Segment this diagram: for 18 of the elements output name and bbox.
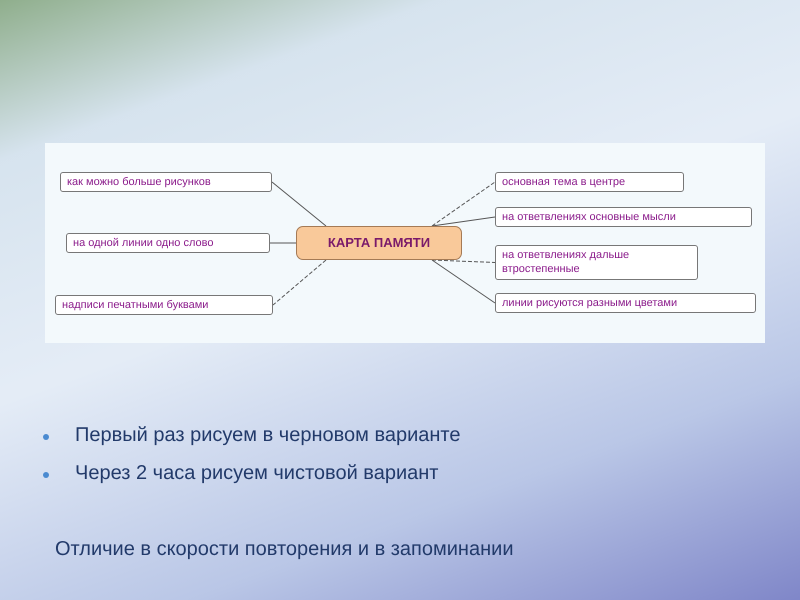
branch-box: как можно больше рисунков — [60, 172, 272, 192]
connector-line — [432, 182, 496, 226]
branch-box: на ответвлениях основные мысли — [495, 207, 752, 228]
connector-line — [270, 242, 296, 244]
connector-line — [432, 260, 496, 304]
branch-box: основная тема в центре — [495, 172, 684, 192]
branch-box: на одной линии одно слово — [66, 233, 270, 254]
branch-box: на ответвлениях дальше втростепенные — [495, 245, 698, 280]
bullet-text: Первый раз рисуем в черновом варианте — [75, 424, 460, 447]
note-text: Отличие в скорости повторения и в запоминании — [55, 538, 514, 561]
connector-line — [272, 182, 326, 226]
central-topic-box: КАРТА ПАМЯТИ — [296, 226, 462, 260]
connector-line — [272, 260, 326, 306]
bullet-text: Через 2 часа рисуем чистовой вариант — [75, 462, 438, 485]
connector-line — [432, 260, 496, 263]
connector-line — [432, 216, 496, 226]
branch-box: надписи печатными буквами — [55, 295, 273, 316]
branch-box: линии рисуются разными цветами — [495, 293, 756, 314]
